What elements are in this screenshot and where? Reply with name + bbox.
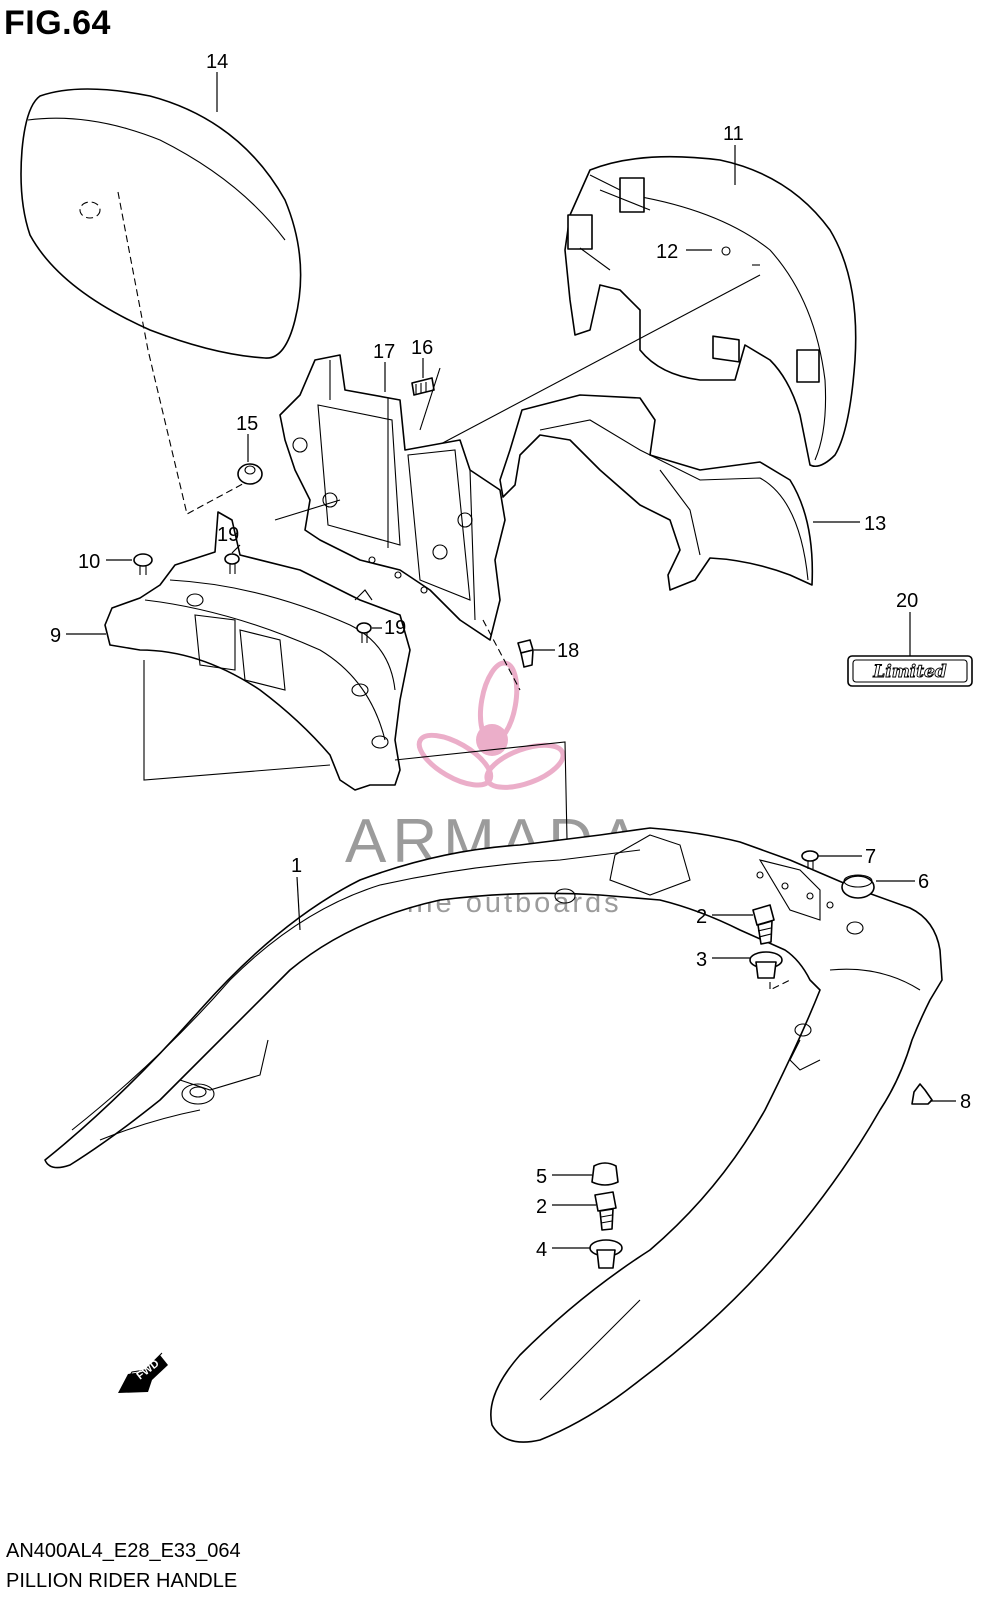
part-16-screw bbox=[411, 377, 435, 396]
callout-12: 12 bbox=[656, 241, 678, 263]
propeller-logo-icon bbox=[416, 660, 566, 790]
callout-5: 5 bbox=[536, 1166, 547, 1188]
leader-lines bbox=[66, 72, 956, 1249]
part-2-bolt-lower bbox=[594, 1191, 617, 1231]
part-19-screw-upper bbox=[224, 553, 240, 574]
callout-2-upper: 2 bbox=[696, 906, 707, 928]
part-3-collar bbox=[749, 951, 783, 979]
diagram-title: PILLION RIDER HANDLE bbox=[6, 1570, 238, 1592]
part-19-screw-lower bbox=[356, 622, 372, 643]
callout-20: 20 bbox=[896, 590, 918, 612]
part-12-nut bbox=[712, 246, 740, 363]
part-6-grommet bbox=[841, 874, 875, 899]
part-14-backrest-pad bbox=[20, 88, 302, 359]
callout-17: 17 bbox=[373, 341, 395, 363]
fwd-arrow-icon: FWD bbox=[118, 1352, 168, 1393]
emblem-text: Limited bbox=[872, 662, 947, 682]
part-4-collar bbox=[589, 1239, 623, 1269]
part-7-screw bbox=[801, 850, 819, 869]
part-15-grommet bbox=[237, 463, 263, 485]
part-17-backrest-bracket bbox=[279, 354, 506, 641]
callout-9: 9 bbox=[50, 625, 61, 647]
part-2-bolt-upper bbox=[752, 904, 775, 945]
part-5-cap bbox=[591, 1162, 619, 1186]
part-10-screw bbox=[133, 553, 153, 575]
part-13-lower-cover bbox=[499, 394, 814, 591]
part-8-clip bbox=[911, 1083, 933, 1105]
callout-3: 3 bbox=[696, 949, 707, 971]
model-code: AN400AL4_E28_E33_064 bbox=[6, 1540, 241, 1562]
callout-19-upper: 19 bbox=[217, 524, 239, 546]
callout-18: 18 bbox=[557, 640, 579, 662]
callout-8: 8 bbox=[960, 1091, 971, 1113]
callout-19-lower: 19 bbox=[384, 617, 406, 639]
callout-16: 16 bbox=[411, 337, 433, 359]
callout-11: 11 bbox=[723, 123, 744, 145]
callout-10: 10 bbox=[78, 551, 100, 573]
part-11-backrest-housing bbox=[564, 155, 857, 468]
callout-2-lower: 2 bbox=[536, 1196, 547, 1218]
part-18-bolt bbox=[517, 639, 534, 668]
part-1-pillion-handle bbox=[44, 827, 943, 1443]
callout-7: 7 bbox=[865, 846, 876, 868]
callout-4: 4 bbox=[536, 1239, 547, 1261]
callout-1: 1 bbox=[291, 855, 302, 877]
callout-15: 15 bbox=[236, 413, 258, 435]
part-20-emblem: Limited bbox=[847, 655, 973, 687]
callout-numbers: 1 2 3 4 5 2 6 7 8 9 10 11 12 13 14 15 16… bbox=[50, 51, 971, 1261]
callout-14: 14 bbox=[206, 51, 228, 73]
part-9-frame-cover bbox=[104, 511, 411, 791]
callout-13: 13 bbox=[864, 513, 886, 535]
callout-6: 6 bbox=[918, 871, 929, 893]
figure-label: FIG.64 bbox=[4, 4, 111, 42]
